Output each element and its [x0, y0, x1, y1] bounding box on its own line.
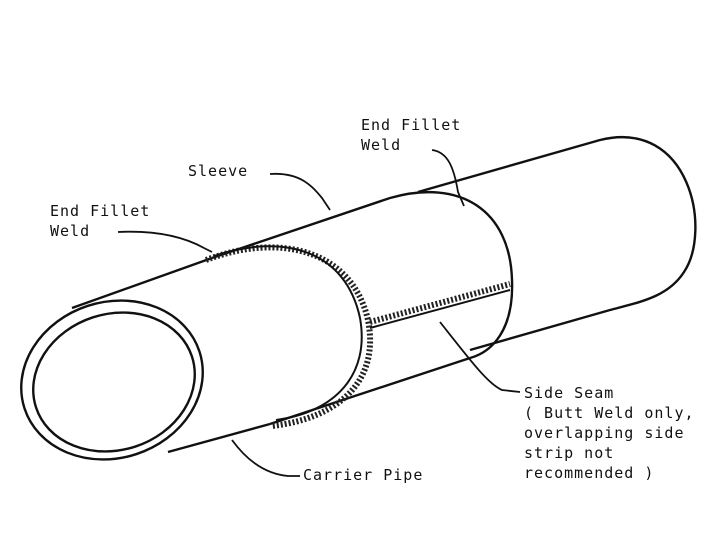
sleeve-right-end: [469, 279, 514, 360]
label-end-fillet-weld-left-line2: Weld: [50, 222, 91, 240]
carrier-pipe-bottom-edge: [167, 422, 271, 454]
leader-sleeve: [269, 173, 331, 211]
label-end-fillet-weld-right-line1: End Fillet: [361, 116, 462, 134]
label-side-seam-line3: overlapping side: [524, 424, 685, 442]
label-end-fillet-weld-left-line1: End Fillet: [50, 202, 151, 220]
label-side-seam-line2: ( Butt Weld only,: [524, 404, 695, 422]
label-side-seam-line5: recommended ): [524, 464, 655, 482]
leader-side-seam: [439, 321, 521, 393]
label-end-fillet-weld-right-line2: Weld: [361, 136, 402, 154]
side-seam-weld-edge: [369, 289, 511, 329]
leader-carrier-pipe: [231, 439, 300, 477]
leader-end-fillet-weld-left: [117, 230, 213, 253]
end-fillet-weld-left-edge: [213, 245, 363, 421]
label-side-seam-line1: Side Seam: [524, 384, 615, 402]
sleeve-top-edge: [211, 190, 514, 281]
leader-end-fillet-weld-right: [431, 149, 465, 207]
carrier-pipe-near-end: [20, 299, 204, 461]
side-seam-weld: [369, 281, 511, 325]
label-carrier-pipe: Carrier Pipe: [303, 466, 424, 484]
label-side-seam-line4: strip not: [524, 444, 615, 462]
end-fillet-weld-left: [204, 244, 374, 429]
label-sleeve: Sleeve: [188, 162, 249, 180]
carrier-pipe-bore: [32, 311, 196, 453]
carrier-pipe-top-edge: [71, 256, 213, 310]
carrier-pipe-far-end: [417, 136, 697, 352]
